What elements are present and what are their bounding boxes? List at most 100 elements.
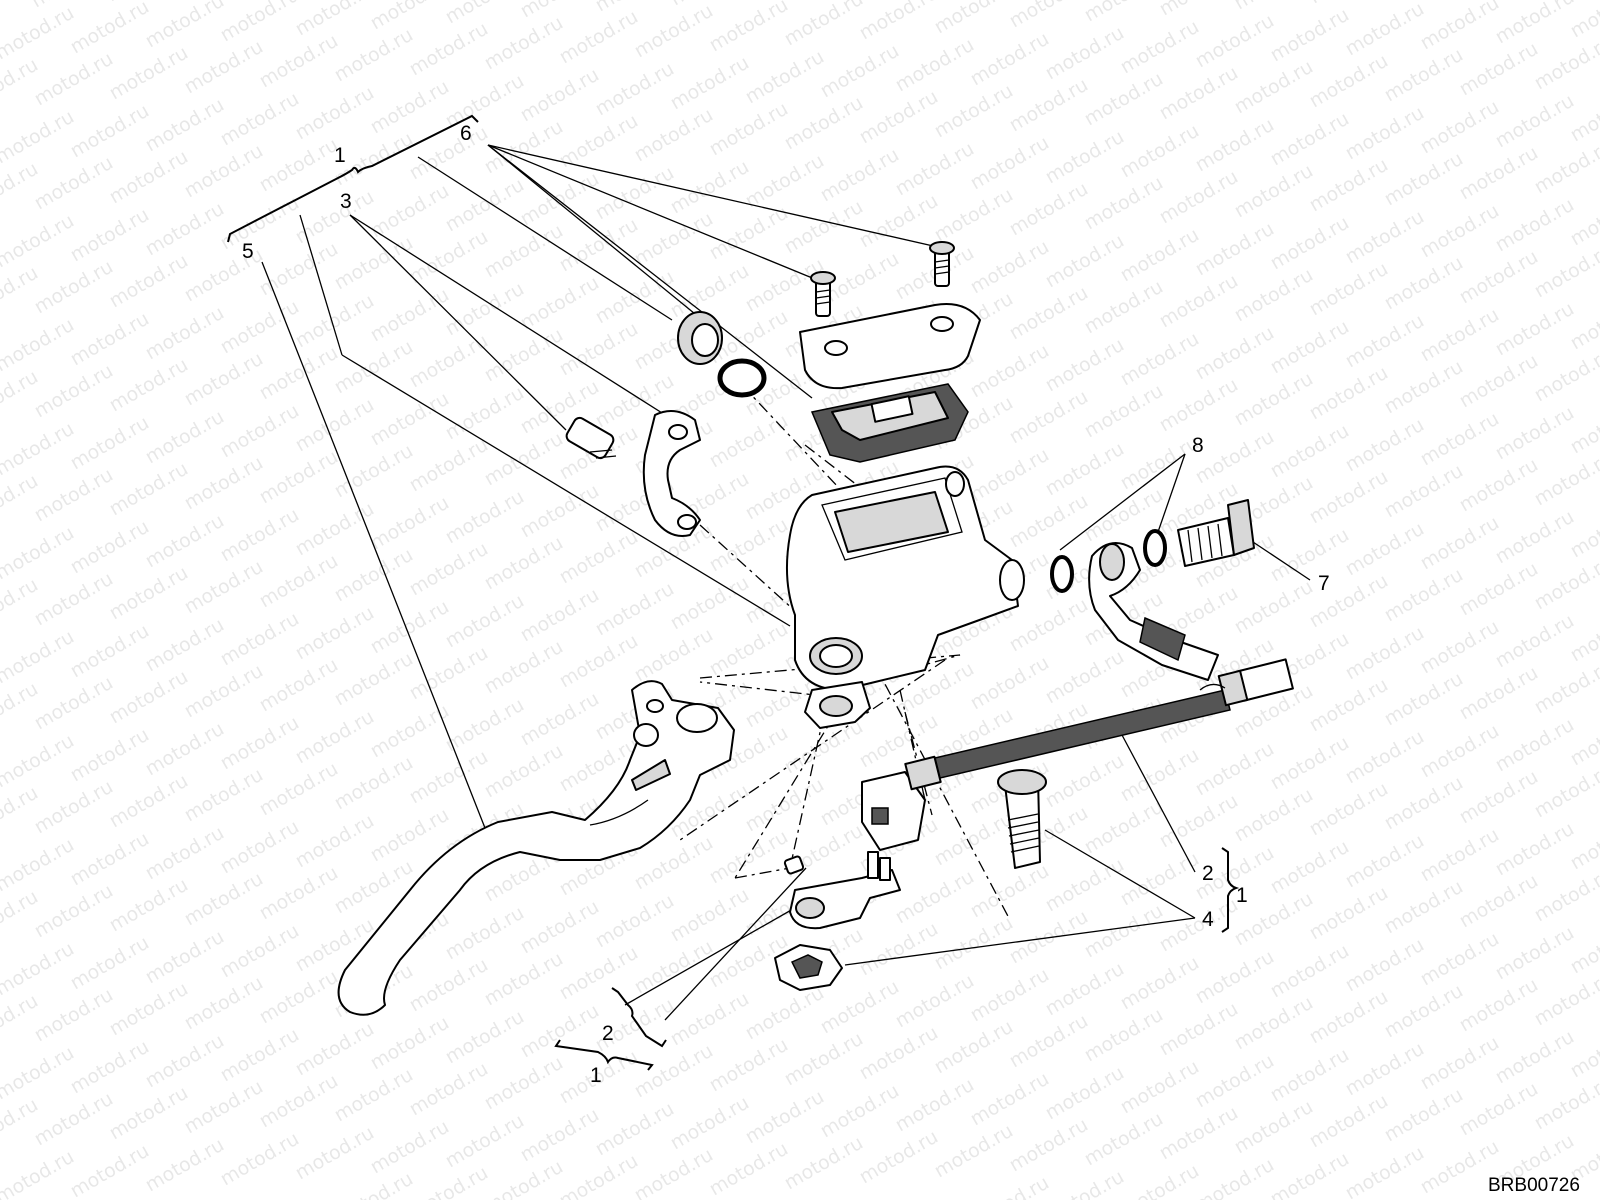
watermark-text: motod.ru: [31, 256, 117, 319]
watermark-text: motod.ru: [256, 966, 342, 1029]
watermark-text: motod.ru: [1417, 512, 1503, 575]
watermark-text: motod.ru: [1381, 356, 1467, 419]
watermark-text: motod.ru: [592, 266, 678, 329]
watermark-text: motod.ru: [1342, 830, 1428, 893]
callout-6: 6: [460, 122, 472, 145]
watermark-text: motod.ru: [1306, 466, 1392, 529]
watermark-text: motod.ru: [517, 584, 603, 647]
watermark-text: motod.ru: [256, 862, 342, 925]
watermark-text: motod.ru: [31, 464, 117, 527]
watermark-text: motod.ru: [1306, 778, 1392, 841]
watermark-text: motod.ru: [1492, 298, 1578, 361]
watermark-text: motod.ru: [1417, 824, 1503, 887]
watermark-text: motod.ru: [292, 82, 378, 145]
watermark-text: motod.ru: [0, 158, 42, 221]
watermark-text: motod.ru: [367, 492, 453, 555]
callout-4: 4: [1202, 908, 1214, 931]
watermark-text: motod.ru: [0, 678, 42, 741]
leader-lines: [261, 144, 1311, 1021]
watermark-text: motod.ru: [1192, 114, 1278, 177]
watermark-text: motod.ru: [1456, 350, 1542, 413]
watermark-text: motod.ru: [442, 278, 528, 341]
watermark-text: motod.ru: [706, 514, 792, 577]
watermark-text: motod.ru: [706, 98, 792, 161]
watermark-text: motod.ru: [1192, 1154, 1278, 1200]
watermark-text: motod.ru: [892, 138, 978, 201]
watermark-text: motod.ru: [1342, 726, 1428, 789]
watermark-text: motod.ru: [1081, 380, 1167, 443]
watermark-text: motod.ru: [1156, 270, 1242, 333]
watermark-text: motod.ru: [1492, 610, 1578, 673]
watermark-text: motod.ru: [1267, 1148, 1353, 1200]
watermark-text: motod.ru: [856, 0, 942, 44]
watermark-text: motod.ru: [1342, 1142, 1428, 1200]
watermark-text: motod.ru: [1042, 438, 1128, 501]
watermark-text: motod.ru: [1117, 744, 1203, 807]
watermark-text: motod.ru: [1267, 524, 1353, 587]
watermark-text: motod.ru: [781, 1132, 867, 1195]
watermark-text: motod.ru: [1417, 200, 1503, 263]
watermark-text: motod.ru: [1531, 552, 1600, 615]
watermark-text: motod.ru: [517, 64, 603, 127]
watermark-text: motod.ru: [181, 348, 267, 411]
watermark-text: motod.ru: [1006, 282, 1092, 345]
watermark-text: motod.ru: [1231, 0, 1317, 14]
watermark-text: motod.ru: [217, 608, 303, 671]
watermark-text: motod.ru: [1342, 310, 1428, 373]
watermark-text: motod.ru: [331, 648, 417, 711]
watermark-text: motod.ru: [556, 630, 642, 693]
watermark-text: motod.ru: [0, 54, 42, 117]
watermark-text: motod.ru: [817, 40, 903, 103]
watermark-text: motod.ru: [292, 602, 378, 665]
watermark-text: motod.ru: [1492, 402, 1578, 465]
watermark-text: motod.ru: [0, 1146, 78, 1200]
watermark-text: motod.ru: [406, 642, 492, 705]
watermark-text: motod.ru: [631, 1144, 717, 1200]
watermark-text: motod.ru: [1306, 1090, 1392, 1153]
watermark-text: motod.ru: [181, 556, 267, 619]
watermark-text: motod.ru: [142, 0, 228, 52]
watermark-text: motod.ru: [1006, 0, 1092, 32]
watermark-text: motod.ru: [142, 94, 228, 157]
watermark-text: motod.ru: [31, 1088, 117, 1151]
watermark-text: motod.ru: [1567, 812, 1600, 875]
watermark-text: motod.ru: [781, 196, 867, 259]
assembly-braces: [227, 114, 1240, 1071]
watermark-text: motod.ru: [67, 724, 153, 787]
pivot-bolt: [997, 769, 1047, 869]
watermark-text: motod.ru: [1081, 0, 1167, 26]
watermark-text: motod.ru: [1042, 854, 1128, 917]
watermark-text: motod.ru: [1156, 62, 1242, 125]
watermark-text: motod.ru: [481, 740, 567, 803]
watermark-text: motod.ru: [31, 776, 117, 839]
watermark-text: motod.ru: [0, 1042, 78, 1105]
watermark-text: motod.ru: [31, 672, 117, 735]
watermark-text: motod.ru: [406, 226, 492, 289]
watermark-text: motod.ru: [517, 1000, 603, 1063]
watermark-text: motod.ru: [1081, 68, 1167, 131]
watermark-text: motod.ru: [1492, 90, 1578, 153]
watermark-text: motod.ru: [1267, 316, 1353, 379]
watermark-text: motod.ru: [1231, 56, 1317, 119]
watermark-text: motod.ru: [367, 388, 453, 451]
watermark-text: motod.ru: [667, 572, 753, 635]
watermark-text: motod.ru: [181, 244, 267, 307]
watermark-text: motod.ru: [931, 1120, 1017, 1183]
watermark-text: motod.ru: [367, 596, 453, 659]
watermark-text: motod.ru: [1342, 102, 1428, 165]
watermark-text: motod.ru: [967, 652, 1053, 715]
watermark-text: motod.ru: [331, 336, 417, 399]
watermark-text: motod.ru: [1192, 218, 1278, 281]
watermark-text: motod.ru: [1042, 230, 1128, 293]
watermark-text: motod.ru: [367, 284, 453, 347]
watermark-text: motod.ru: [967, 444, 1053, 507]
watermark-text: motod.ru: [781, 0, 867, 50]
watermark-text: motod.ru: [31, 984, 117, 1047]
watermark-text: motod.ru: [631, 104, 717, 167]
watermark-text: motod.ru: [481, 636, 567, 699]
watermark-text: motod.ru: [1081, 1004, 1167, 1067]
watermark-text: motod.ru: [0, 574, 42, 637]
watermark-text: motod.ru: [1492, 818, 1578, 881]
watermark-text: motod.ru: [217, 816, 303, 879]
watermark-text: motod.ru: [367, 700, 453, 763]
